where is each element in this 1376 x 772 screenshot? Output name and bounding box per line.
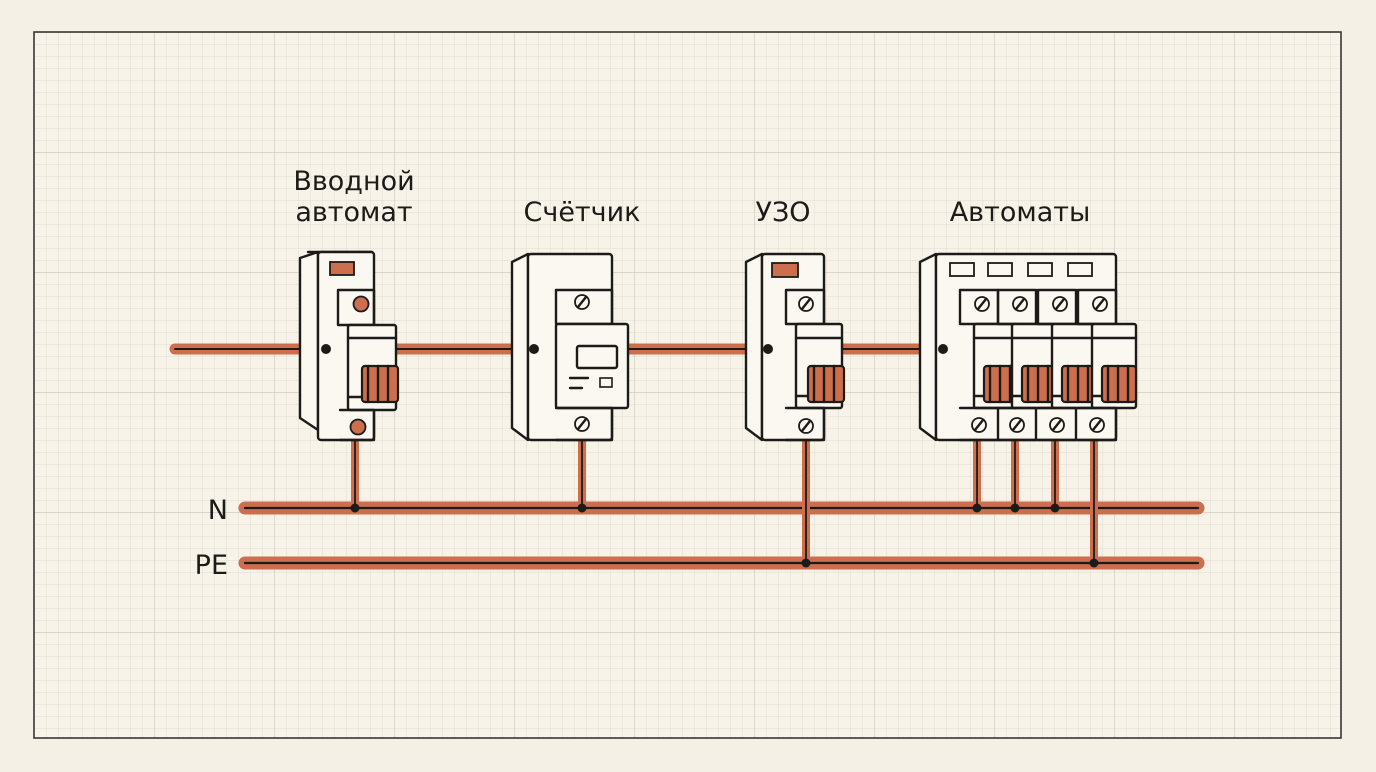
module-top-screw-1 bbox=[974, 296, 990, 312]
module-top-slot-3 bbox=[1054, 297, 1066, 311]
breakers-label: Автоматы bbox=[950, 197, 1091, 228]
module-window-1 bbox=[949, 262, 975, 277]
module-window-4 bbox=[1067, 262, 1093, 277]
module-window-2 bbox=[987, 262, 1013, 277]
module-top-slot-2 bbox=[1014, 297, 1026, 311]
labels: Вводной автомат Счётчик УЗО Автоматы N P… bbox=[195, 166, 1091, 581]
module-window-3 bbox=[1027, 262, 1053, 277]
main-breaker-label-line1: Вводной bbox=[293, 166, 414, 197]
module-bottom-screw-1 bbox=[971, 417, 987, 433]
module-bottom-2 bbox=[996, 406, 1038, 442]
module-bottom-3 bbox=[1036, 406, 1078, 442]
neutral-bus-label: N bbox=[208, 495, 228, 526]
module-top-screw-2 bbox=[1012, 296, 1028, 312]
main-breaker-label-line2: автомат bbox=[295, 197, 412, 228]
module-bottom-4 bbox=[1076, 406, 1118, 442]
earth-bus-label: PE bbox=[195, 550, 228, 581]
rcd-label: УЗО bbox=[755, 197, 810, 228]
module-top-slot-4 bbox=[1094, 297, 1106, 311]
energy-meter bbox=[510, 252, 630, 442]
module-bottom-screw-2 bbox=[1009, 417, 1025, 433]
module-bottom-screw-4 bbox=[1089, 417, 1105, 433]
module-bottom-screw-3 bbox=[1049, 417, 1065, 433]
module-lever-grip-2 bbox=[1026, 364, 1050, 404]
module-bottom-slot-4 bbox=[1091, 418, 1103, 432]
rcd-device bbox=[744, 252, 846, 442]
drop-wires bbox=[351, 436, 1098, 567]
module-bottom-slot-2 bbox=[1011, 418, 1023, 432]
module-top-slot-1 bbox=[976, 297, 988, 311]
module-lever-grip-3 bbox=[1066, 364, 1090, 404]
module-bottom-slot-1 bbox=[973, 418, 985, 432]
meter-label: Счётчик bbox=[524, 197, 641, 228]
junction-dots bbox=[350, 503, 1099, 568]
breaker-bank bbox=[918, 252, 1138, 442]
module-lever-grip-1 bbox=[988, 364, 1012, 404]
main-breaker bbox=[298, 250, 400, 442]
graph-paper bbox=[33, 31, 1342, 739]
module-top-screw-3 bbox=[1052, 296, 1068, 312]
module-lever-grip-4 bbox=[1106, 364, 1130, 404]
module-bottom-slot-3 bbox=[1051, 418, 1063, 432]
module-bottom-1 bbox=[958, 406, 1000, 442]
module-top-screw-4 bbox=[1092, 296, 1108, 312]
